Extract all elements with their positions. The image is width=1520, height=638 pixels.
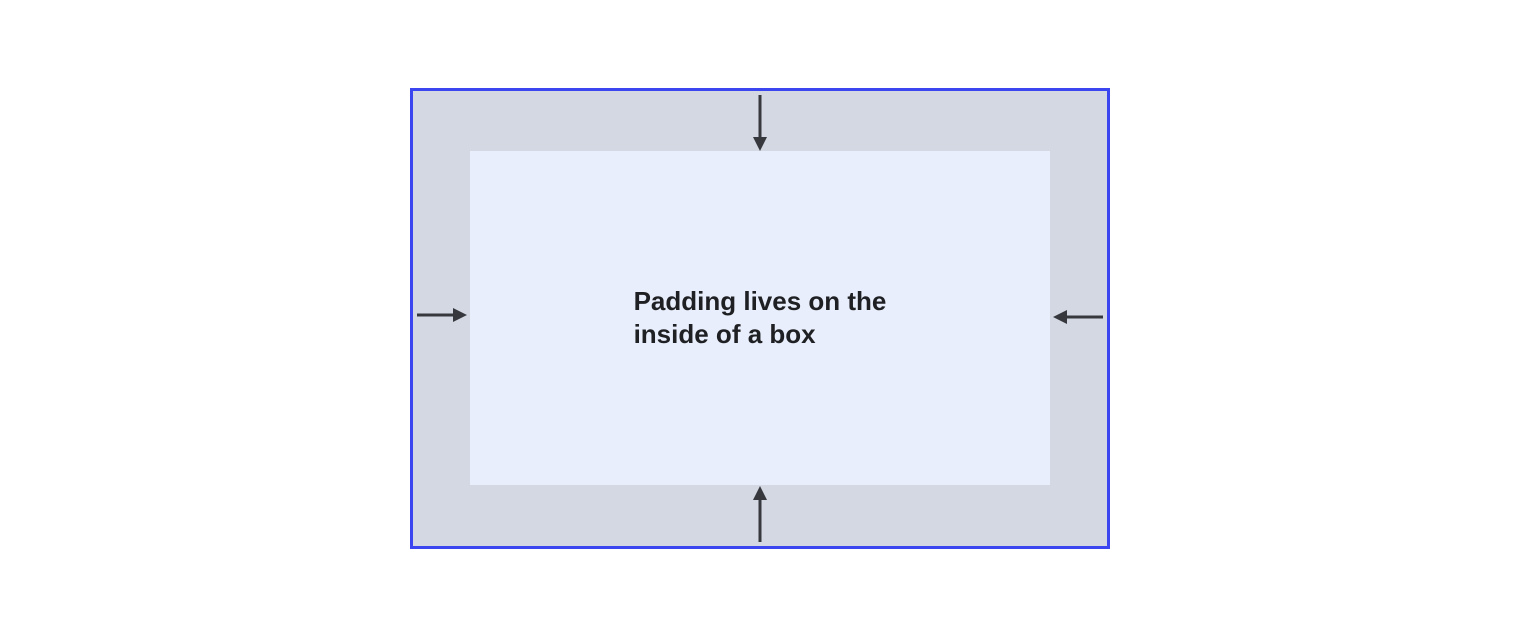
arrow-down-icon — [753, 95, 767, 151]
padding-label-line-2: inside of a box — [633, 319, 816, 349]
arrow-right-icon — [417, 308, 467, 322]
arrow-left-icon — [1053, 310, 1103, 324]
arrow-up-icon — [753, 486, 767, 542]
padding-label-line-1: Padding lives on the — [633, 286, 887, 316]
padding-box-outer: Padding lives on the inside of a box — [410, 88, 1110, 549]
padding-label: Padding lives on the inside of a box — [634, 285, 887, 351]
content-box: Padding lives on the inside of a box — [470, 151, 1050, 485]
